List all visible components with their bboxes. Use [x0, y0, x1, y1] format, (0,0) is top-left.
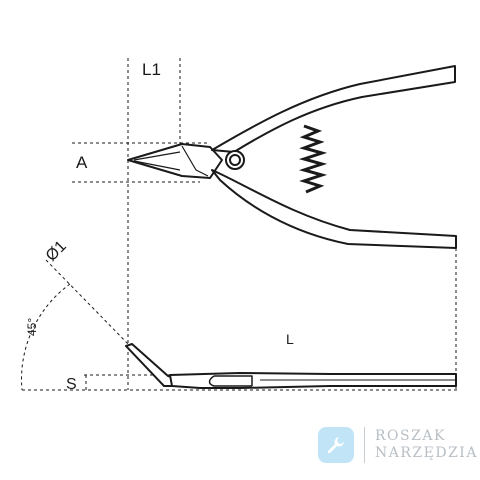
pivot-inner [229, 154, 241, 166]
upper-handle [211, 65, 456, 153]
diameter-axis-line [45, 259, 131, 347]
watermark-text: ROSZAK NARZĘDZIA [375, 428, 478, 462]
label-l1: L1 [142, 60, 161, 79]
angle-arc [21, 283, 71, 391]
watermark-logo: ROSZAK NARZĘDZIA [318, 420, 478, 470]
dimension-lines-side [21, 259, 170, 391]
pliers-jaws [127, 143, 223, 179]
dimension-lines-top [22, 58, 458, 392]
pliers-top-view [127, 65, 457, 249]
label-a: A [76, 153, 88, 172]
label-l: L [286, 331, 294, 347]
spring [298, 124, 328, 194]
side-joint [208, 375, 253, 387]
label-angle: 45° [25, 318, 39, 336]
label-s: S [66, 376, 77, 393]
watermark-line2: NARZĘDZIA [375, 445, 478, 461]
side-tip [125, 343, 177, 387]
jaw-detail [133, 145, 209, 177]
watermark-divider [364, 427, 365, 463]
lower-handle [211, 169, 457, 249]
watermark-line1: ROSZAK [375, 428, 446, 444]
wrench-icon [318, 427, 354, 463]
pliers-side-view [125, 343, 457, 389]
